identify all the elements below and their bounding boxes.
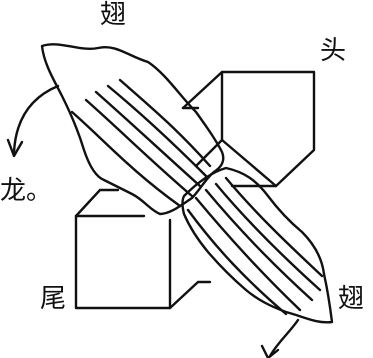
label-wing-bottom: 翅 xyxy=(338,284,365,314)
label-head: 头 xyxy=(320,36,347,66)
label-tail: 尾 xyxy=(40,284,67,314)
wing-bottom-flap xyxy=(181,166,334,324)
head-box xyxy=(181,70,316,188)
wing-top-flap xyxy=(40,43,225,216)
label-wing-top: 翅 xyxy=(100,0,127,30)
curved-arrow-icon xyxy=(6,84,60,158)
curved-arrow-icon xyxy=(260,318,300,358)
tail-box xyxy=(74,188,212,310)
label-edge-fragment: 龙。 xyxy=(0,176,53,206)
